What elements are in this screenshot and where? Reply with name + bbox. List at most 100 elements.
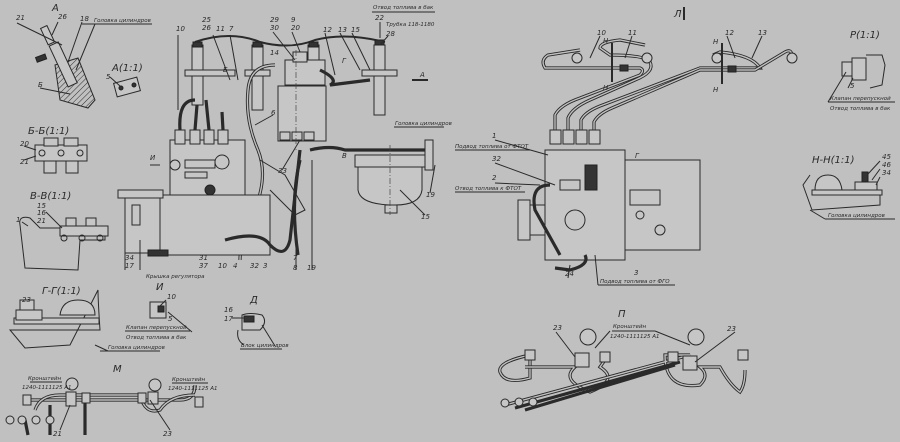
note-bracket: Кронштейн	[28, 376, 62, 382]
view-m-title: М	[113, 364, 122, 375]
section-vv-title: В-В(1:1)	[30, 191, 71, 202]
cut-mark: Г	[342, 57, 347, 65]
view-a-title: А	[51, 3, 59, 14]
note-bracket-number: 1240-1111125 А1	[168, 386, 218, 392]
note-cylinder-head: Головка цилиндров	[828, 213, 885, 219]
view-i-title: И	[156, 282, 164, 293]
callout: 14	[270, 49, 279, 57]
callout: 29	[270, 16, 279, 24]
callout: 15	[37, 202, 46, 210]
callout: 23	[22, 296, 31, 304]
callout: 5	[850, 82, 855, 90]
note-fuel-from-fgo: Подвод топлива от ФГО	[600, 279, 670, 285]
note-cylinder-head: Головка цилиндров	[395, 121, 452, 127]
callout: 20	[20, 140, 29, 148]
callout: 30	[270, 24, 279, 32]
callout: 21	[16, 14, 25, 22]
callout: 8	[293, 264, 298, 272]
note-bypass-valve: Клапан перепускной	[830, 96, 891, 102]
callout: 17	[125, 262, 134, 270]
callout: 13	[758, 29, 767, 37]
note-cylinder-head: Головка цилиндров	[108, 345, 165, 351]
callout: 10	[218, 262, 227, 270]
section-vv: В-В(1:1) 15 16 1 21	[16, 191, 109, 271]
callout: 13	[338, 26, 347, 34]
callout: 20	[291, 24, 300, 32]
callout: 31	[199, 254, 208, 262]
callout: 28	[386, 30, 395, 38]
note-cylinder-head: Головка цилиндров	[94, 18, 151, 24]
cut-mark: И	[150, 154, 156, 162]
callout: 5	[106, 73, 111, 81]
note-bypass-valve: Клапан перепускной	[126, 325, 187, 331]
section-bb-title: Б-Б(1:1)	[28, 126, 69, 137]
callout: 16	[224, 306, 233, 314]
note-bracket-number: 1240-1111125 А1	[22, 385, 72, 391]
detail-a-title: А(1:1)	[111, 63, 143, 74]
callout: 23	[727, 325, 736, 333]
cut-mark: Г	[635, 152, 640, 160]
view-d-title: Д	[249, 295, 258, 306]
cut-mark: Б	[223, 66, 228, 74]
note-fuel-to-ftot: Отвод топлива к ФТОТ	[455, 186, 522, 192]
view-d: Д 16 17 Блок цилиндров	[224, 295, 289, 350]
callout: 17	[224, 315, 233, 323]
callout: 7	[229, 25, 234, 33]
note-bracket: Кронштейн	[613, 324, 647, 330]
cut-mark: Н	[713, 38, 719, 46]
view-a-injector-section: А 21 26 18 Головка цилиндров Б	[16, 3, 152, 109]
section-gg-title: Г-Г(1:1)	[42, 286, 81, 297]
callout: 45	[882, 153, 891, 161]
callout: 11	[216, 25, 225, 33]
callout: 25	[202, 16, 211, 24]
callout: 33	[278, 167, 287, 175]
callout: 16	[37, 209, 46, 217]
section-nn-title: Н-Н(1:1)	[812, 155, 855, 166]
callout: 18	[80, 15, 89, 23]
view-p-title: П	[618, 309, 626, 320]
callout: 12	[725, 29, 734, 37]
note-bracket: Кронштейн	[172, 377, 206, 383]
callout: 46	[882, 161, 891, 169]
callout: 23	[163, 430, 172, 438]
callout: 24	[565, 270, 574, 278]
callout: 2	[492, 174, 497, 182]
callout: 32	[492, 155, 501, 163]
callout: 19	[426, 191, 435, 199]
callout: 23	[553, 324, 562, 332]
callout: 32	[250, 262, 259, 270]
callout: 22	[375, 14, 384, 22]
callout: 6	[271, 109, 276, 117]
section-bb: Б-Б(1:1) 20 21	[20, 126, 88, 174]
cut-mark: Н	[713, 86, 719, 94]
callout: 12	[323, 26, 332, 34]
callout: 26	[202, 24, 211, 32]
note-cylinder-block: Блок цилиндров	[241, 343, 289, 349]
callout: 10	[597, 29, 606, 37]
callout: 3	[634, 269, 638, 277]
section-nn: Н-Н(1:1) 45 46 34 Головка цилиндров	[802, 153, 895, 220]
callout: 1	[16, 216, 20, 224]
callout: 15	[351, 26, 360, 34]
callout: 34	[882, 169, 891, 177]
callout: 37	[199, 262, 208, 270]
callout: 26	[58, 13, 67, 21]
view-l-pump: Л 10 11 12 13 Н Н Н Н Г 1 Подво	[455, 7, 798, 286]
callout: 21	[53, 430, 62, 438]
note-fuel-from-ftot: Подвод топлива от ФТОТ	[455, 144, 529, 150]
callout: 34	[125, 254, 134, 262]
callout: 7	[293, 254, 298, 262]
note-fuel-to-tank: Отвод топлива в бак	[830, 106, 891, 112]
detail-r-bypass-valve: Р(1:1) 5 Клапан перепускной Отвод топлив…	[827, 30, 895, 112]
note-tube: Трубка 118-1180	[386, 22, 435, 28]
view-m-pipes: М Кронштейн 1240-1111125 А1 Кронштейн 12…	[5, 364, 218, 438]
detail-a: А(1:1) 5	[106, 63, 143, 98]
cut-mark: В	[342, 152, 347, 160]
note-bracket-number: 1240-1111125 А1	[610, 334, 660, 340]
callout: 4	[233, 262, 237, 270]
note-fuel-to-tank: Отвод топлива в бак	[373, 5, 434, 11]
callout: 3	[263, 262, 267, 270]
cut-mark: А	[419, 71, 425, 79]
